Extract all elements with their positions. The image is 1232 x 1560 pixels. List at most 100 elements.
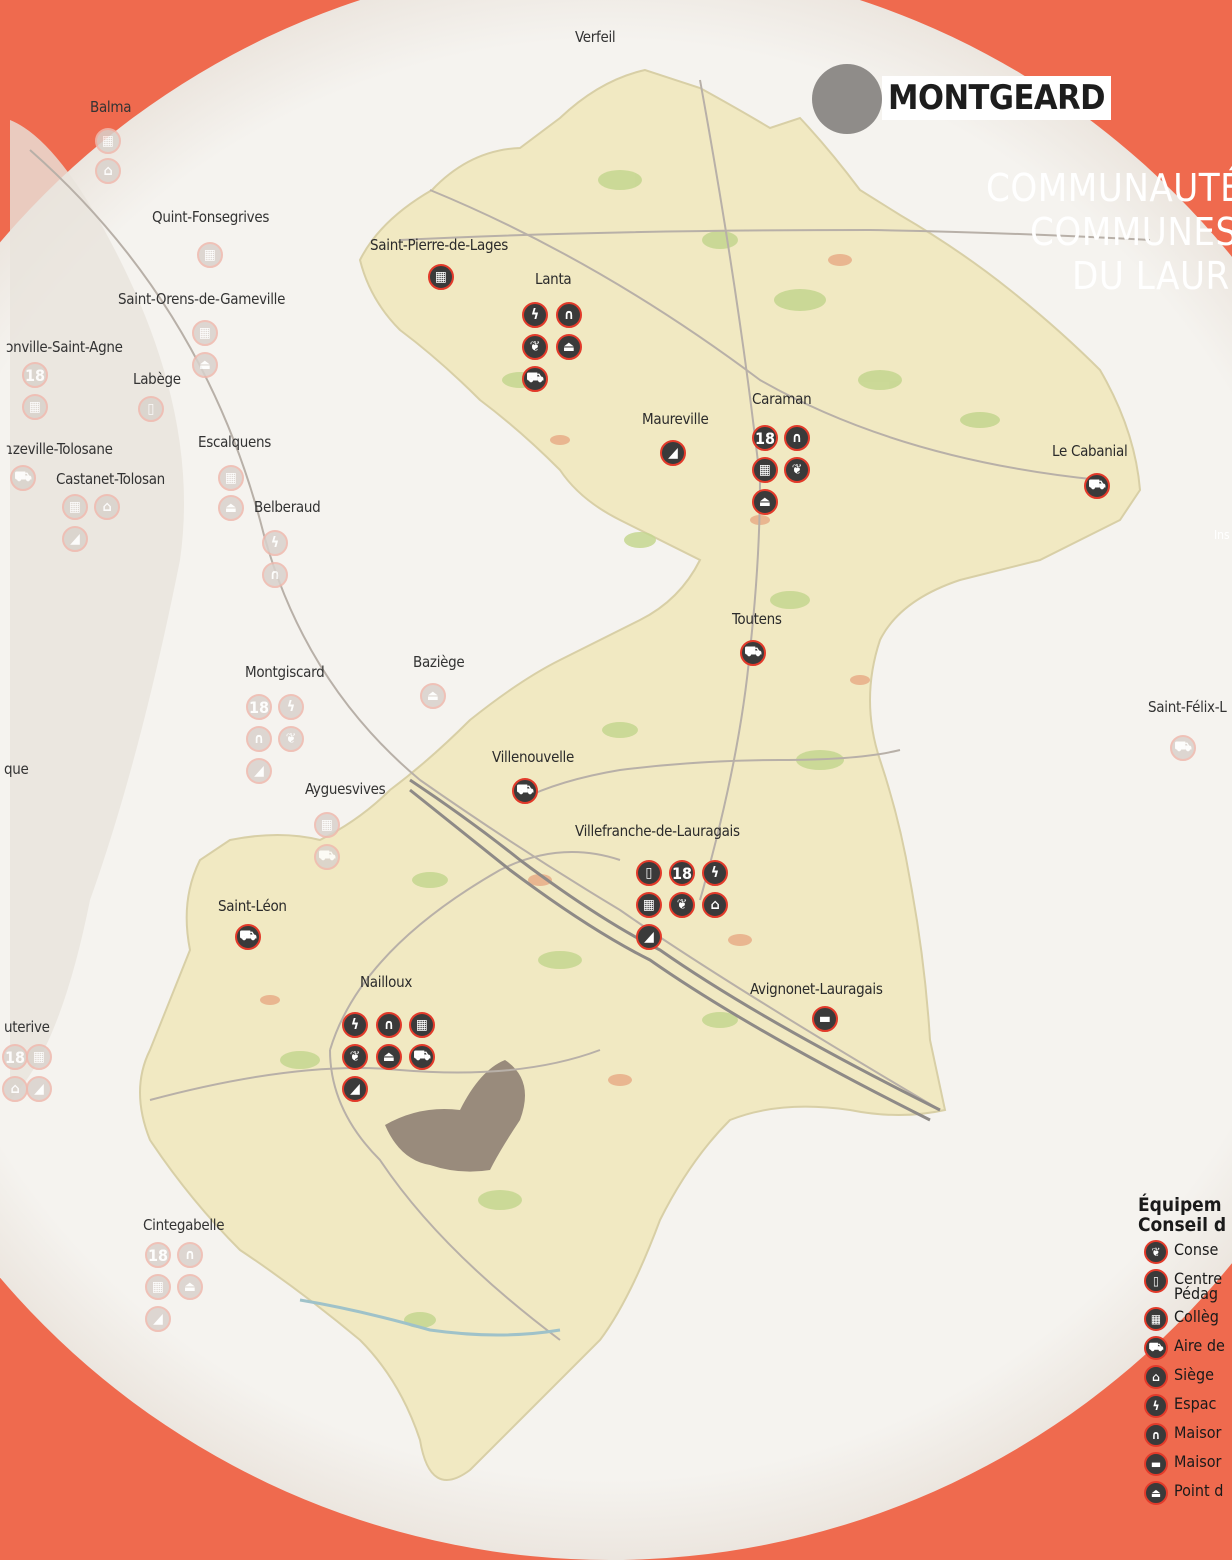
place-label: Cintegabelle [143, 1216, 225, 1234]
aire-icon[interactable]: ⛟ [512, 778, 538, 804]
route-icon[interactable]: ◢ [26, 1076, 52, 1102]
espace-icon[interactable]: ϟ [262, 530, 288, 556]
n18-icon[interactable]: 18 [752, 425, 778, 451]
siege-icon[interactable]: ⌂ [2, 1076, 28, 1102]
place-label: uterive [4, 1018, 50, 1036]
conseil-icon[interactable]: ❦ [342, 1044, 368, 1070]
maison-a-icon[interactable]: ∩ [784, 425, 810, 451]
aire-icon[interactable]: ⛟ [235, 924, 261, 950]
conseil-icon[interactable]: ❦ [522, 334, 548, 360]
siege-icon[interactable]: ⌂ [94, 494, 120, 520]
n18-icon[interactable]: 18 [145, 1242, 171, 1268]
maison-a-icon[interactable]: ∩ [177, 1242, 203, 1268]
aire-icon[interactable]: ⛟ [314, 844, 340, 870]
maison-b-icon: ▬ [1144, 1452, 1168, 1476]
college-icon[interactable]: ▦ [62, 494, 88, 520]
aire-icon[interactable]: ⛟ [409, 1044, 435, 1070]
route-icon[interactable]: ◢ [660, 440, 686, 466]
college-icon[interactable]: ▦ [636, 892, 662, 918]
point-icon[interactable]: ⏏ [376, 1044, 402, 1070]
place-label: Saint-Félix-L [1148, 698, 1227, 716]
place-label: Montgiscard [245, 663, 325, 681]
place-label: Saint-Léon [218, 897, 287, 915]
college-icon[interactable]: ▦ [22, 394, 48, 420]
espace-icon[interactable]: ϟ [702, 860, 728, 886]
point-icon[interactable]: ⏏ [177, 1274, 203, 1300]
point-icon[interactable]: ⏏ [420, 683, 446, 709]
siege-icon: ⌂ [1144, 1365, 1168, 1389]
aire-icon: ⛟ [1144, 1336, 1168, 1360]
n18-icon[interactable]: 18 [2, 1044, 28, 1070]
place-label: Saint-Orens-de-Gameville [118, 290, 286, 308]
maison-b-icon[interactable]: ▬ [812, 1006, 838, 1032]
conseil-icon: ❦ [1144, 1240, 1168, 1264]
college-icon[interactable]: ▦ [428, 264, 454, 290]
legend-item-label: Conse [1174, 1240, 1219, 1259]
college-icon[interactable]: ▦ [409, 1012, 435, 1038]
place-label: Le Cabanial [1052, 442, 1128, 460]
centre-icon[interactable]: ▯ [138, 396, 164, 422]
legend-item-label: Aire de [1174, 1336, 1225, 1355]
place-label: Castanet-Tolosan [56, 470, 165, 488]
maison-a-icon[interactable]: ∩ [246, 726, 272, 752]
urban-area-shade [10, 120, 184, 1100]
espace-icon[interactable]: ϟ [278, 694, 304, 720]
college-icon[interactable]: ▦ [26, 1044, 52, 1070]
n18-icon[interactable]: 18 [22, 362, 48, 388]
college-icon[interactable]: ▦ [197, 242, 223, 268]
point-icon[interactable]: ⏏ [556, 334, 582, 360]
legend-item-label: Point d [1174, 1481, 1224, 1500]
point-icon[interactable]: ⏏ [218, 495, 244, 521]
siege-icon[interactable]: ⌂ [95, 158, 121, 184]
cc-title-line-3: DU LAUR [1072, 254, 1230, 298]
legend-item: ▯Centre Pédag [1138, 1268, 1232, 1306]
college-icon[interactable]: ▦ [192, 320, 218, 346]
fields [260, 254, 870, 1086]
n18-icon[interactable]: 18 [669, 860, 695, 886]
route-icon[interactable]: ◢ [62, 526, 88, 552]
place-label: Labège [133, 370, 181, 388]
maison-a-icon[interactable]: ∩ [556, 302, 582, 328]
place-label: Verfeil [575, 28, 616, 46]
siege-icon[interactable]: ⌂ [702, 892, 728, 918]
route-icon[interactable]: ◢ [636, 924, 662, 950]
legend-heading-1: Équipem [1138, 1194, 1222, 1216]
college-icon[interactable]: ▦ [145, 1274, 171, 1300]
maison-a-icon: ∩ [1144, 1423, 1168, 1447]
college-icon: ▦ [1144, 1307, 1168, 1331]
college-icon[interactable]: ▦ [752, 457, 778, 483]
place-label: Villenouvelle [492, 748, 575, 766]
maison-a-icon[interactable]: ∩ [376, 1012, 402, 1038]
legend-item-label: Maisor [1174, 1423, 1222, 1442]
espace-icon[interactable]: ϟ [522, 302, 548, 328]
point-icon[interactable]: ⏏ [192, 352, 218, 378]
aire-icon[interactable]: ⛟ [740, 640, 766, 666]
college-icon[interactable]: ▦ [95, 128, 121, 154]
aire-icon[interactable]: ⛟ [1170, 735, 1196, 761]
conseil-icon[interactable]: ❦ [278, 726, 304, 752]
centre-icon[interactable]: ▯ [636, 860, 662, 886]
legend-item-label: Centre Pédag [1174, 1269, 1223, 1303]
conseil-icon[interactable]: ❦ [784, 457, 810, 483]
college-icon[interactable]: ▦ [218, 465, 244, 491]
espace-icon[interactable]: ϟ [342, 1012, 368, 1038]
place-label: Lanta [535, 270, 572, 288]
route-icon[interactable]: ◢ [145, 1306, 171, 1332]
route-icon[interactable]: ◢ [246, 758, 272, 784]
legend-item-label: Siège [1174, 1365, 1214, 1384]
aire-icon[interactable]: ⛟ [522, 366, 548, 392]
aire-icon[interactable]: ⛟ [10, 465, 36, 491]
route-icon[interactable]: ◢ [342, 1076, 368, 1102]
aire-icon[interactable]: ⛟ [1084, 473, 1110, 499]
legend-item: ▦Collèg [1138, 1306, 1232, 1335]
conseil-icon[interactable]: ❦ [669, 892, 695, 918]
highway [409, 778, 941, 1122]
centre-icon: ▯ [1144, 1269, 1168, 1293]
place-label: Ayguesvives [305, 780, 386, 798]
maison-a-icon[interactable]: ∩ [262, 562, 288, 588]
point-icon[interactable]: ⏏ [752, 489, 778, 515]
college-icon[interactable]: ▦ [314, 812, 340, 838]
legend-item: ∩ Maisor [1138, 1422, 1232, 1451]
n18-icon[interactable]: 18 [246, 694, 272, 720]
